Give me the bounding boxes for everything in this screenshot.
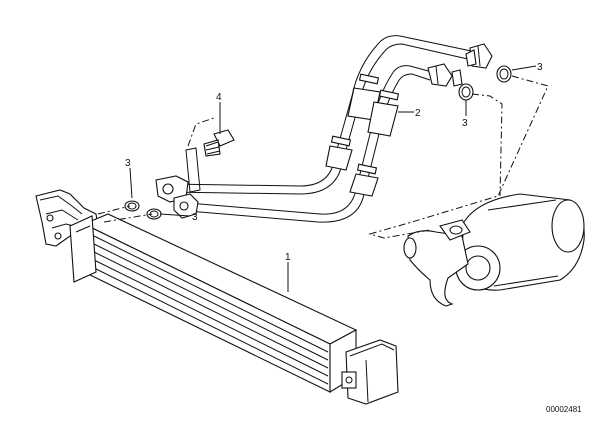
- diagram-code: 00002481: [546, 405, 582, 414]
- oil-cooler-lines: [155, 35, 493, 223]
- callout-4: 4: [216, 92, 222, 103]
- callout-3-filter: 3: [462, 118, 468, 129]
- oil-cooler: [35, 189, 399, 405]
- assembly-lines: [97, 75, 549, 239]
- leader-lines: [129, 65, 537, 292]
- callout-3-top: 3: [537, 62, 543, 73]
- oil-filter-housing: [403, 193, 585, 307]
- callout-3-left: 3: [125, 158, 131, 169]
- callout-2: 2: [415, 108, 421, 119]
- callout-1: 1: [285, 252, 291, 263]
- hollow-screw: [203, 129, 235, 157]
- callout-3-lower: 3: [192, 212, 198, 223]
- sealing-rings: [124, 65, 512, 220]
